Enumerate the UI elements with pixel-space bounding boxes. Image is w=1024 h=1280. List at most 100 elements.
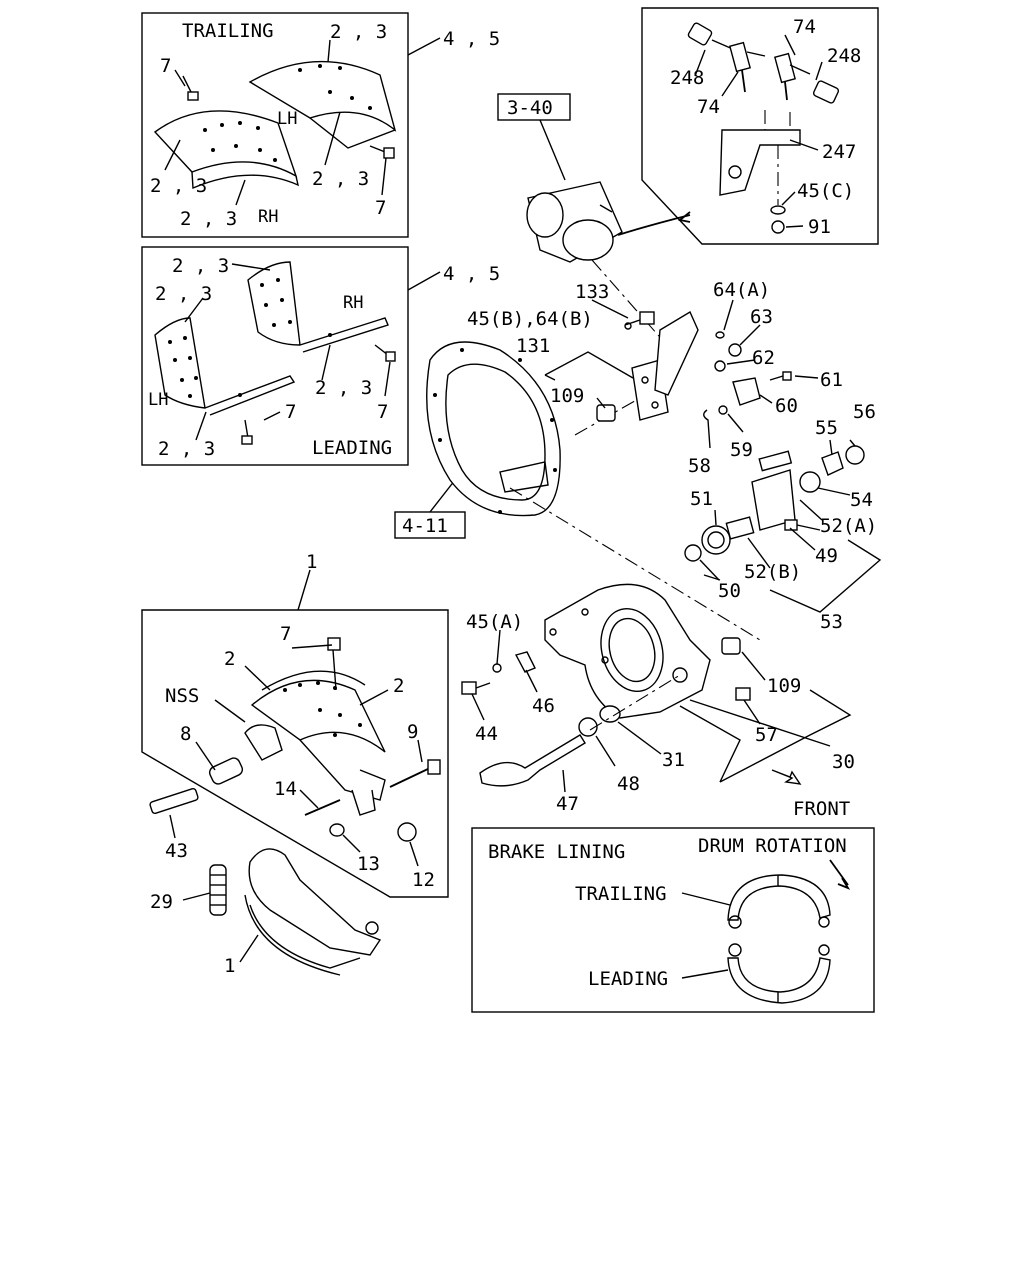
- kit-shoe-web: [244, 724, 386, 816]
- callout-s-91: 91: [808, 216, 831, 238]
- callout-tr-23-left: 2 , 3: [150, 175, 207, 197]
- ref-box-3-40-label: 3-40: [507, 97, 553, 119]
- legend-leading-label: LEADING: [588, 968, 668, 990]
- callout-p-46: 46: [532, 695, 555, 717]
- bracket-53: [769, 539, 882, 613]
- trailing-rh-label: RH: [258, 207, 278, 227]
- callout-tr-7-top: 7: [160, 55, 171, 77]
- ref-box-4-11[interactable]: 4-11: [394, 511, 466, 539]
- callout-ld-23-mid: 2 , 3: [315, 377, 372, 399]
- callout-p-1-top: 1: [306, 551, 317, 573]
- leading-title: LEADING: [312, 437, 392, 459]
- callout-p-63: 63: [750, 306, 773, 328]
- callout-p-45b64b: 45(B),64(B): [467, 308, 593, 330]
- kit-bolt-7: [327, 637, 341, 691]
- ref-box-3-40[interactable]: 3-40: [497, 93, 571, 121]
- callout-p-44: 44: [475, 723, 498, 745]
- callout-k-9: 9: [407, 721, 418, 743]
- bolt-133: [624, 311, 655, 326]
- legend-rotation-label: DRUM ROTATION: [698, 835, 847, 857]
- callout-s-74-left: 74: [697, 96, 720, 118]
- camshaft-47: [479, 734, 586, 787]
- leading-lh-label: LH: [148, 390, 168, 410]
- sensor-tee-74-right: [774, 52, 811, 101]
- callout-s-45c: 45(C): [797, 180, 854, 202]
- trailing-bolt-top: [182, 75, 199, 101]
- brake-chamber: [526, 181, 691, 263]
- bracket-30: [719, 689, 852, 783]
- trailing-rh-shoe: [248, 60, 397, 149]
- callout-k-2-right: 2: [393, 675, 404, 697]
- washer-48: [578, 717, 598, 737]
- washer-54: [799, 471, 821, 493]
- pin-58: [703, 409, 711, 449]
- washer-64a: [715, 331, 725, 339]
- fitting-57: [735, 687, 751, 701]
- callout-k-13: 13: [357, 853, 380, 875]
- callout-p-57: 57: [755, 724, 778, 746]
- kit-roller-8: [208, 757, 244, 785]
- front-arrow-icon: [771, 769, 802, 785]
- bolt-61: [769, 371, 792, 381]
- sensor-plug-248-left: [687, 22, 736, 51]
- bracket-46: [514, 651, 536, 673]
- plate-55: [821, 451, 844, 476]
- callout-k-7: 7: [280, 623, 291, 645]
- washer-59: [718, 405, 728, 415]
- kit-nss-label: NSS: [165, 685, 199, 707]
- callout-p-109-bottom: 109: [767, 675, 801, 697]
- trailing-lh-label: LH: [277, 109, 297, 129]
- callout-p-31: 31: [662, 749, 685, 771]
- leading-rh-label: RH: [343, 293, 363, 313]
- legend-trailing-shoe: [727, 874, 831, 929]
- leading-panel: LEADING LH RH: [141, 246, 500, 466]
- callout-p-52a: 52(A): [820, 515, 877, 537]
- ref-box-4-11-label: 4-11: [402, 515, 448, 537]
- callout-p-30: 30: [832, 751, 855, 773]
- callout-ld-45: 4 , 5: [443, 263, 500, 285]
- trailing-title: TRAILING: [182, 20, 274, 42]
- callout-p-58: 58: [688, 455, 711, 477]
- trailing-panel: TRAILING LH RH: [141, 12, 500, 238]
- trailing-bolt-right: [369, 145, 395, 159]
- callout-p-109-top: 109: [550, 385, 584, 407]
- callout-k-12: 12: [412, 869, 435, 891]
- callout-p-62: 62: [752, 347, 775, 369]
- callout-k-29: 29: [150, 891, 173, 913]
- leading-bolt-right: [374, 344, 396, 362]
- legend-title: BRAKE LINING: [488, 841, 625, 863]
- nut-63: [728, 343, 742, 357]
- callout-tr-7-right: 7: [375, 197, 386, 219]
- leading-bolt-mid: [241, 419, 253, 445]
- sensor-bracket-247: [719, 110, 801, 205]
- callout-k-8: 8: [180, 723, 191, 745]
- trailing-panel-frame: [141, 12, 409, 238]
- adjuster-body: [751, 450, 796, 531]
- callout-p-131: 131: [516, 335, 550, 357]
- callout-p-55: 55: [815, 417, 838, 439]
- callout-s-248-right: 248: [827, 45, 861, 67]
- kit-pin-9: [389, 759, 441, 788]
- callout-ld-23-left: 2 , 3: [155, 283, 212, 305]
- callout-k-43: 43: [165, 840, 188, 862]
- callout-p-50: 50: [718, 580, 741, 602]
- sensor-inset-frame: [641, 7, 879, 245]
- sensor-inset: 74 248 248 74 247 45(C) 91: [641, 7, 879, 245]
- callout-p-133: 133: [575, 281, 609, 303]
- callout-p-45a: 45(A): [466, 611, 523, 633]
- callout-tr-23-mid: 2 , 3: [312, 168, 369, 190]
- callout-p-53: 53: [820, 611, 843, 633]
- shoe-kit-frame: [141, 609, 449, 898]
- callout-p-48: 48: [617, 773, 640, 795]
- callout-p-52b: 52(B): [744, 561, 801, 583]
- trailing-lh-shoe: [153, 110, 299, 190]
- clip-60: [732, 377, 761, 406]
- leading-panel-frame: [141, 246, 409, 466]
- callout-p-61: 61: [820, 369, 843, 391]
- washer-50: [684, 544, 702, 562]
- washer-45b: [624, 322, 632, 330]
- lining-legend: BRAKE LINING DRUM ROTATION TRAILING LEAD…: [471, 827, 875, 1013]
- callout-p-54: 54: [850, 489, 873, 511]
